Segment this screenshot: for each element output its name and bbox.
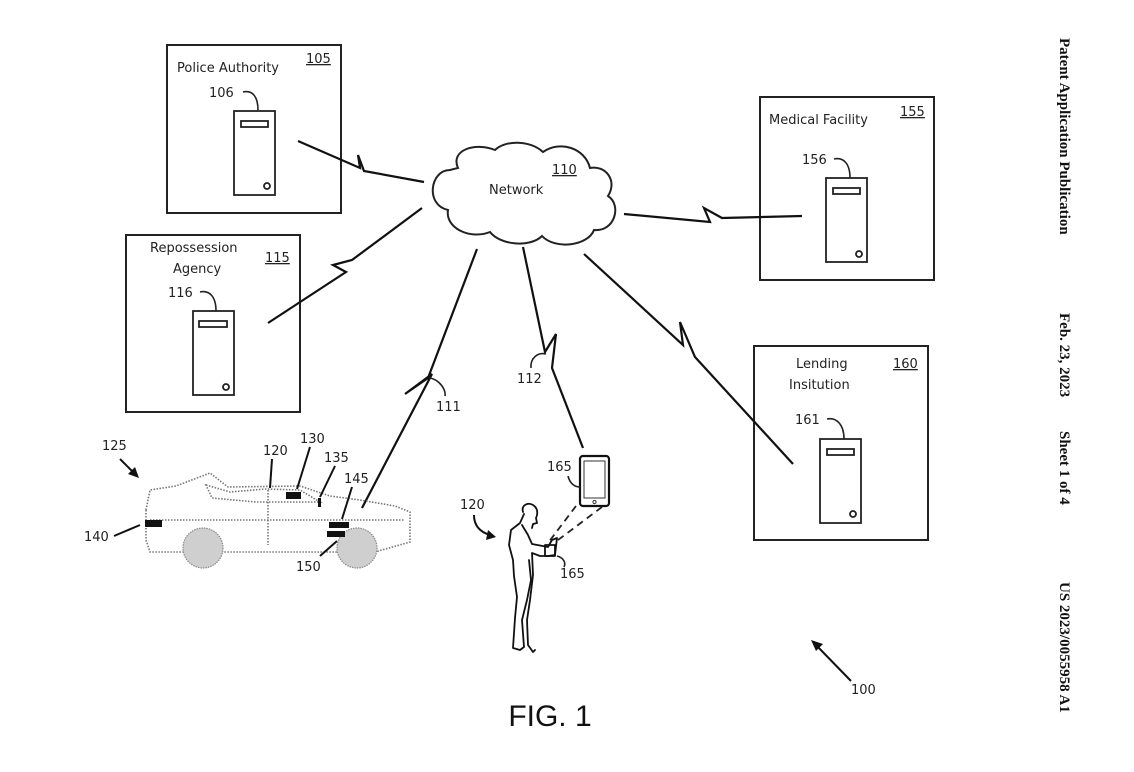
server-icon [233, 110, 276, 196]
medical-server-ref: 156 [802, 153, 827, 168]
phone-ref-leader [567, 475, 581, 488]
medical-facility-label: Medical Facility [769, 113, 868, 128]
repossession-server-ref: 116 [168, 286, 193, 301]
handheld-ref: 165 [560, 567, 585, 582]
police-server-leader [242, 90, 259, 111]
rear-wheel [182, 527, 224, 569]
smartphone-icon [578, 454, 611, 508]
lending-server-leader [826, 417, 845, 440]
link-medical-network [623, 205, 803, 224]
publication-number: US 2023/0055958 A1 [1056, 582, 1072, 713]
lending-server-ref: 161 [795, 413, 820, 428]
lending-label-line1: Lending [796, 357, 848, 372]
publication-date: Feb. 23, 2023 [1056, 313, 1072, 398]
repossession-label-line1: Repossession [150, 241, 238, 256]
car-body-icon [145, 472, 411, 553]
lending-institution-block: Lending Insitution 160 161 [753, 345, 929, 541]
police-server-ref: 106 [209, 86, 234, 101]
repossession-ref: 115 [265, 251, 290, 266]
repossession-server-leader [199, 290, 217, 312]
lending-label-line2: Insitution [789, 378, 850, 393]
publication-type: Patent Application Publication [1056, 38, 1072, 235]
lending-ref: 160 [893, 357, 918, 372]
figure-caption: FIG. 1 [508, 700, 592, 733]
repossession-agency-block: Repossession Agency 115 116 [125, 234, 301, 413]
network-label: Network [489, 183, 544, 198]
sensor-150-ref: 150 [296, 560, 321, 575]
link-police-network [297, 139, 425, 184]
sensor-130 [286, 492, 301, 499]
arrowhead-icon [128, 467, 139, 478]
user-ref: 120 [460, 498, 485, 513]
vehicle-link-leader [429, 377, 446, 397]
server-icon [192, 310, 235, 396]
system-ref-100: 100 [811, 640, 876, 698]
vehicle-user-ref: 120 [263, 444, 288, 459]
vehicle-link-ref: 111 [436, 400, 461, 415]
medical-facility-block: Medical Facility 155 156 [759, 96, 935, 281]
sensor-145-ref: 145 [344, 472, 369, 487]
sensor-140-ref: 140 [84, 530, 109, 545]
server-icon [825, 177, 868, 263]
user-120: 120 165 165 [460, 454, 611, 653]
user-link-ref: 112 [517, 372, 542, 387]
link-lending-network [583, 253, 794, 465]
system-ref: 100 [851, 683, 876, 698]
system-ref-arrow [815, 644, 852, 682]
link-vehicle-network [361, 248, 479, 509]
network-cloud: Network 110 [431, 141, 617, 246]
sensor-140 [145, 520, 162, 527]
phone-ref: 165 [547, 460, 572, 475]
car-windows [204, 483, 323, 503]
vehicle-125: 125 120 130 135 145 140 150 [84, 432, 411, 575]
police-authority-label: Police Authority [177, 61, 279, 76]
sensor-145 [329, 522, 349, 528]
signal-beam [557, 506, 603, 541]
handheld-ref-leader [556, 555, 566, 568]
police-authority-ref: 105 [306, 52, 331, 67]
medical-facility-ref: 155 [900, 105, 925, 120]
wireless-links: 111 112 [267, 139, 803, 509]
network-ref: 110 [552, 163, 577, 178]
medical-server-leader [833, 157, 851, 179]
police-authority-block: Police Authority 105 106 [166, 44, 342, 214]
sheet-number: Sheet 1 of 4 [1056, 431, 1072, 505]
sensor-135 [318, 498, 321, 507]
link-repossession-network [267, 207, 423, 324]
signal-beam [547, 505, 577, 544]
sensor-135-ref: 135 [324, 451, 349, 466]
front-wheel [336, 527, 378, 569]
repossession-label-line2: Agency [173, 262, 222, 277]
sensor-130-ref: 130 [300, 432, 325, 447]
user-link-leader [530, 352, 547, 369]
arrowhead-icon [486, 530, 496, 540]
cloud-icon [431, 141, 617, 246]
person-icon [508, 502, 558, 653]
sensor-150 [327, 531, 345, 537]
link-user-network [521, 246, 585, 449]
arrowhead-icon [811, 640, 823, 651]
vehicle-ref: 125 [102, 439, 127, 454]
server-icon [819, 438, 862, 524]
